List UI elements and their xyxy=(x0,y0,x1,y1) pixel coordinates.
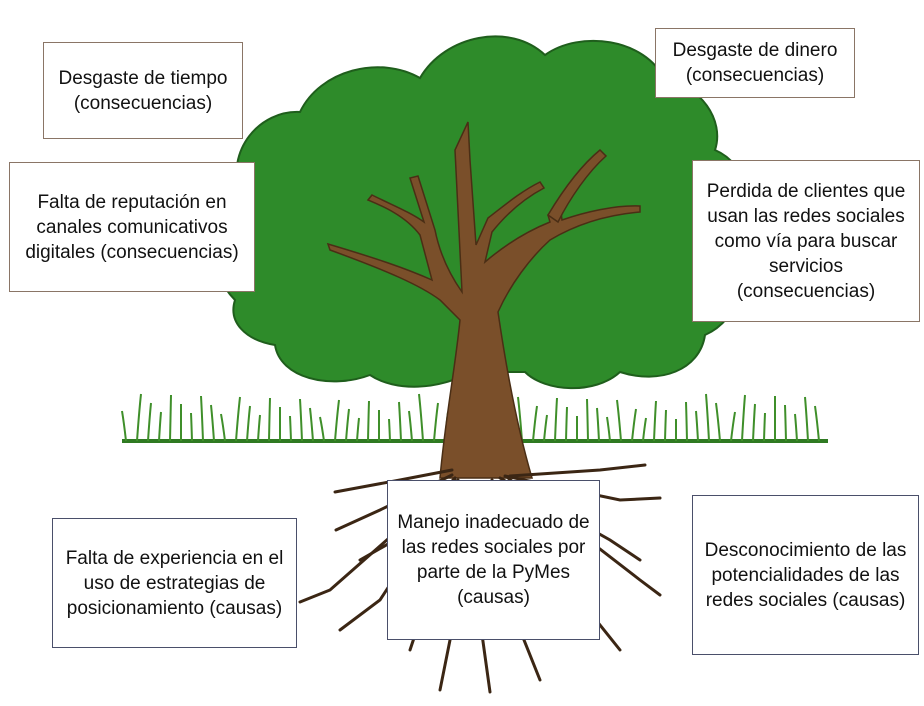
cause-box-ignorance: Desconocimiento de las potencialidades d… xyxy=(692,495,919,655)
consequence-text-time-waste: Desgaste de tiempo (consecuencias) xyxy=(58,67,228,114)
grass-blade xyxy=(695,410,699,442)
grass-blade xyxy=(596,407,600,442)
grass-blade xyxy=(565,406,568,442)
consequence-box-time-waste: Desgaste de tiempo (consecuencias) xyxy=(43,42,243,139)
grass-blade xyxy=(319,416,325,442)
grass-blade xyxy=(763,412,766,442)
grass-blade xyxy=(289,415,292,442)
cause-box-experience: Falta de experiencia en el uso de estrat… xyxy=(52,518,297,648)
cause-box-management: Manejo inadecuado de las redes sociales … xyxy=(387,480,600,640)
grass-blade xyxy=(190,412,193,442)
grass-blade xyxy=(752,403,756,442)
cause-text-ignorance: Desconocimiento de las potencialidades d… xyxy=(704,539,907,611)
cause-text-management: Manejo inadecuado de las redes sociales … xyxy=(397,512,590,608)
grass-blade xyxy=(606,416,611,442)
grass-blade xyxy=(784,404,787,442)
grass-blade xyxy=(200,395,204,442)
consequence-text-money-waste: Desgaste de dinero (consecuencias) xyxy=(672,40,838,86)
grass-blade xyxy=(136,393,142,442)
grass-blade xyxy=(367,400,370,442)
tree-trunk xyxy=(326,121,641,479)
root-line xyxy=(508,463,647,478)
grass-blade xyxy=(268,397,271,442)
grass-blade xyxy=(408,410,413,442)
consequence-box-reputation: Falta de reputación en canales comunicat… xyxy=(9,162,255,292)
grass-blade xyxy=(299,398,303,442)
grass-blade xyxy=(345,408,350,442)
grass-blade xyxy=(642,417,647,442)
grass-blade xyxy=(158,411,162,442)
grass-blade xyxy=(334,399,340,442)
consequence-text-reputation: Falta de reputación en canales comunicat… xyxy=(25,191,239,263)
grass-blade xyxy=(685,401,688,442)
grass-blade xyxy=(814,405,820,442)
grass-blade xyxy=(586,398,589,442)
grass-blade xyxy=(653,400,657,442)
grass-blade xyxy=(741,394,746,442)
grass-blade xyxy=(257,414,261,442)
grass-blade xyxy=(121,410,127,442)
grass-blade xyxy=(433,402,439,442)
branch-right-upper xyxy=(546,148,608,224)
grass-blade xyxy=(418,393,424,442)
grass-blade xyxy=(388,418,391,442)
grass-blade xyxy=(532,405,538,442)
consequence-text-client-loss: Perdida de clientes que usan las redes s… xyxy=(706,180,906,302)
grass-blade xyxy=(398,401,402,442)
grass-blade xyxy=(554,397,558,442)
grass-blade xyxy=(356,417,360,442)
grass-blade xyxy=(715,402,721,442)
grass-blade xyxy=(210,404,215,442)
grass-blade xyxy=(664,409,667,442)
grass-blade xyxy=(616,399,622,442)
grass-blade xyxy=(804,396,809,442)
trunk-shape xyxy=(326,121,641,479)
grass-blade xyxy=(169,394,172,442)
grass-blade xyxy=(705,393,710,442)
grass-blade xyxy=(220,413,226,442)
grass-blade xyxy=(147,402,152,442)
grass-blade xyxy=(309,407,314,442)
consequence-box-money-waste: Desgaste de dinero (consecuencias) xyxy=(655,28,855,98)
grass-blade xyxy=(794,413,798,442)
consequence-box-client-loss: Perdida de clientes que usan las redes s… xyxy=(692,160,920,322)
grass-blade xyxy=(543,414,548,442)
grass-blade xyxy=(235,396,241,442)
cause-text-experience: Falta de experiencia en el uso de estrat… xyxy=(65,547,284,619)
grass-blade xyxy=(631,408,637,442)
grass-blade xyxy=(246,405,251,442)
grass-blade xyxy=(730,411,736,442)
